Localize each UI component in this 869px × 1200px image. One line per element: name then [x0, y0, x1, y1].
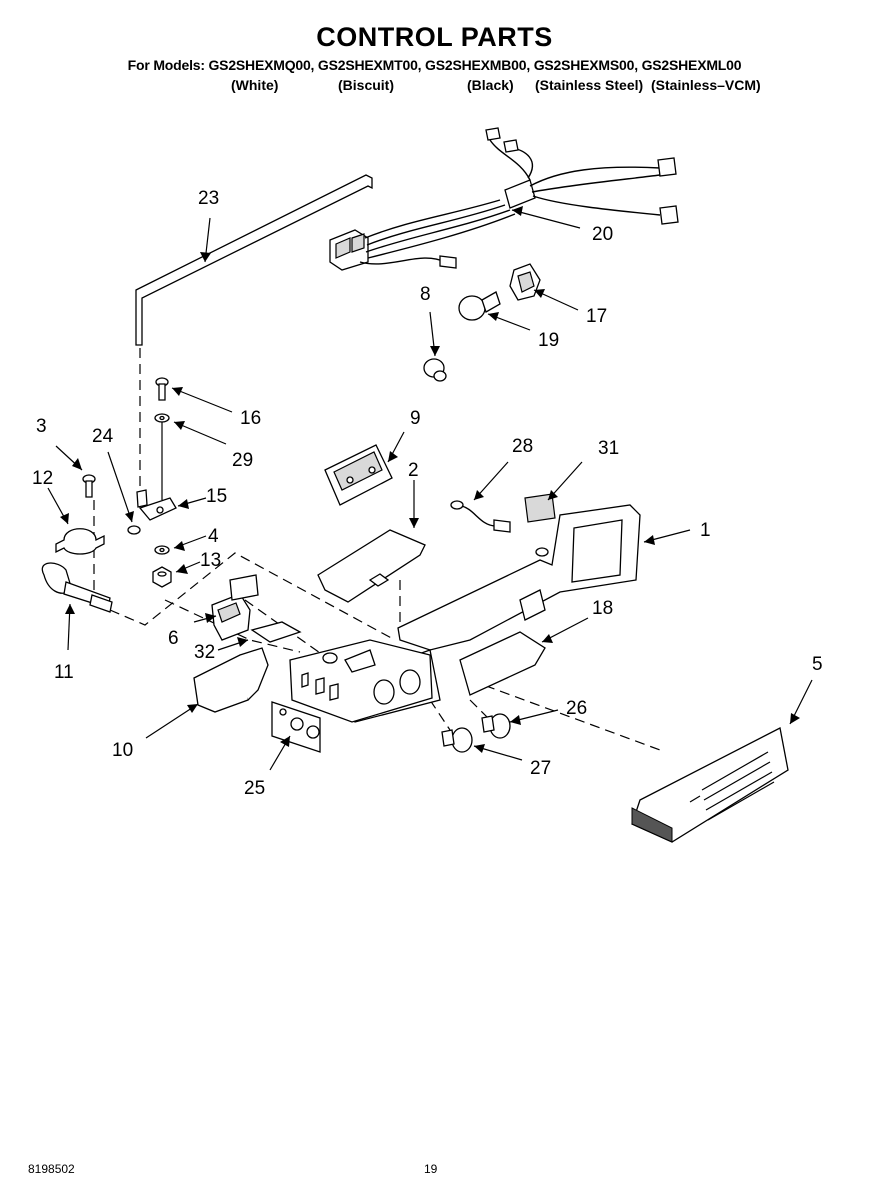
part-8-plug [423, 358, 447, 382]
part-2-sheet [317, 529, 426, 603]
callout-1: 1 [700, 520, 711, 541]
callout-16: 16 [240, 408, 261, 429]
part-17-lamp-socket [509, 263, 541, 301]
part-18-insulation [459, 631, 546, 696]
callout-27: 27 [530, 758, 551, 779]
callout-25: 25 [244, 778, 265, 799]
models-line: For Models: GS2SHEXMQ00, GS2SHEXMT00, GS… [127, 57, 742, 73]
part-6-switch [211, 574, 259, 641]
part-19-light-bulb [458, 291, 501, 321]
callout-20: 20 [592, 224, 613, 245]
part-15-bracket [138, 497, 177, 521]
part-16-screw [155, 377, 169, 401]
callout-31: 31 [598, 438, 619, 459]
part-27-knob [441, 727, 473, 753]
callout-4: 4 [208, 526, 219, 547]
finish-white: (White) [231, 77, 279, 93]
part-13-nut [152, 566, 172, 588]
part-32-pad [250, 621, 302, 643]
callout-13: 13 [200, 550, 221, 571]
callout-10: 10 [112, 740, 133, 761]
part-10-bracket [193, 647, 269, 713]
callout-17: 17 [586, 306, 607, 327]
finish-stainless-steel: (Stainless Steel) [535, 77, 644, 93]
part-23-rod [135, 174, 373, 346]
part-3-screw [82, 474, 96, 498]
callout-19: 19 [538, 330, 559, 351]
part-12-clamp [55, 528, 105, 555]
part-4-washer [154, 545, 170, 555]
part-20-wire-harness [329, 127, 679, 271]
leader-lines [47, 206, 813, 771]
callout-3: 3 [36, 416, 47, 437]
part-28-sensor [450, 500, 511, 533]
part-24-washer [127, 489, 148, 535]
callout-26: 26 [566, 698, 587, 719]
callout-11: 11 [54, 662, 74, 683]
document-number: 8198502 [28, 1162, 75, 1176]
callout-8: 8 [420, 284, 431, 305]
callout-28: 28 [512, 436, 533, 457]
callout-9: 9 [410, 408, 421, 429]
callout-12: 12 [32, 468, 53, 489]
part-9-label [324, 444, 393, 506]
callout-32: 32 [194, 642, 215, 663]
part-29-washer [154, 413, 170, 423]
callout-15: 15 [206, 486, 227, 507]
part-26-knob [481, 713, 511, 739]
page-number: 19 [424, 1162, 438, 1176]
page-title: CONTROL PARTS [316, 22, 553, 52]
finish-stainless-vcm: (Stainless–VCM) [651, 77, 761, 93]
callout-5: 5 [812, 654, 823, 675]
callout-29: 29 [232, 450, 253, 471]
part-5-grille [631, 727, 789, 843]
callout-18: 18 [592, 598, 613, 619]
callout-24: 24 [92, 426, 114, 447]
part-1-front-panel [289, 639, 433, 723]
callout-23: 23 [198, 188, 219, 209]
finish-biscuit: (Biscuit) [338, 77, 394, 93]
part-25-knob-plate [271, 701, 321, 753]
callout-2: 2 [408, 460, 419, 481]
part-11-shaft [41, 562, 113, 613]
part-31-pad [524, 493, 556, 523]
callout-6: 6 [168, 628, 179, 649]
callout-numbers: 1 2 3 4 5 6 8 9 10 11 12 13 15 16 17 18 … [32, 188, 823, 799]
finish-black: (Black) [467, 77, 514, 93]
